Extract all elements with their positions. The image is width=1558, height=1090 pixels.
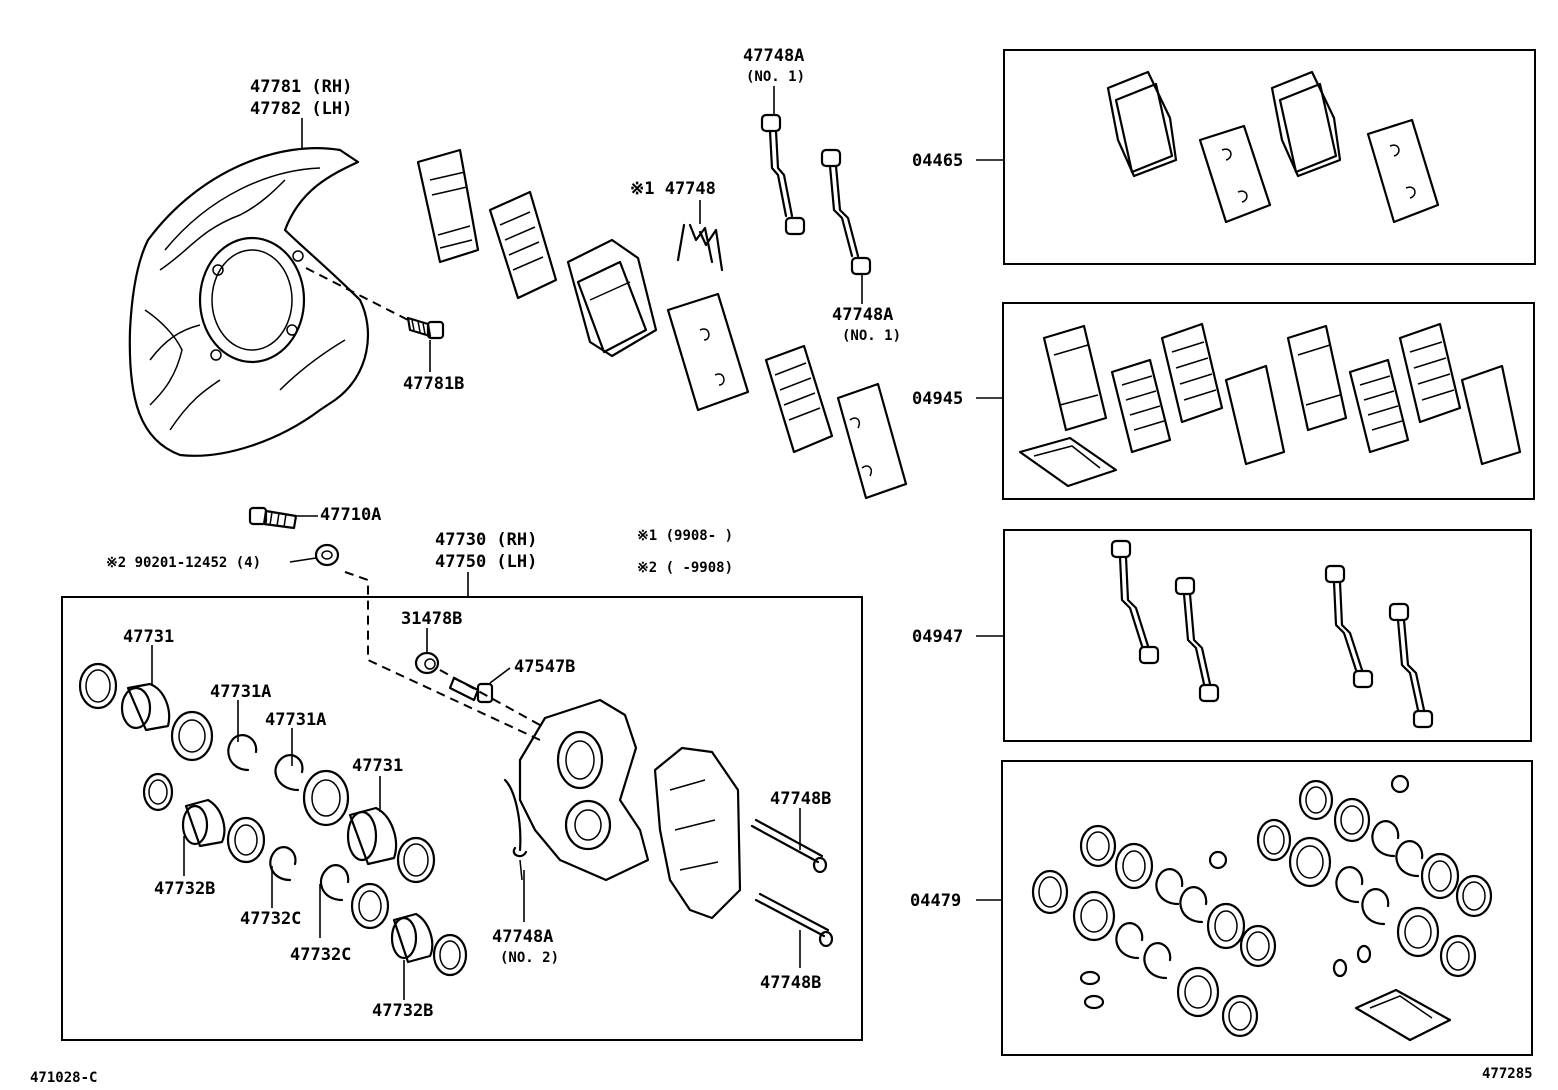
label-bleeder-cap: 31478B [401, 609, 462, 629]
label-pin-b-top: 47748B [770, 789, 831, 809]
bleeder-cap-drawing [414, 651, 440, 675]
label-ring-c1: 47732C [240, 909, 301, 929]
kit-pads-box [1003, 49, 1536, 265]
label-caliper-lh: 47750 (LH) [435, 552, 537, 572]
outer-shim-right-drawing [836, 382, 908, 500]
label-piston-top: 47731 [123, 627, 174, 647]
label-note2-range: ※2 ( -9908) [637, 560, 733, 576]
dust-cover-dash-line [305, 267, 413, 323]
pad-clip-top-drawing [760, 113, 806, 236]
kit-seals-box [1001, 760, 1533, 1056]
label-note1-range: ※1 (9908- ) [637, 528, 733, 544]
anti-rattle-spring-drawing [676, 223, 724, 272]
kit-pads-drawing [1106, 70, 1440, 224]
brake-pad-outer-drawing [566, 238, 658, 358]
label-kit-shims: 04945 [912, 389, 963, 409]
label-boot-b-left: 47732B [154, 879, 215, 899]
label-kit-clips: 04947 [912, 627, 963, 647]
label-dust-cover-bolt: 47781B [403, 374, 464, 394]
kit-seals-drawing [1031, 774, 1493, 1042]
label-piston-mid: 47731 [352, 756, 403, 776]
leader-lines [151, 86, 1004, 1000]
label-clip-a-top-sub: (NO. 1) [746, 69, 805, 85]
caliper-bolt-dash-line [344, 571, 541, 741]
kit-clips-box [1003, 529, 1532, 742]
inner-shim-right-drawing [764, 344, 834, 454]
caliper-body-drawing [518, 698, 742, 920]
brake-pad-inner-drawing [666, 292, 750, 412]
label-dust-cover-rh: 47781 (RH) [250, 77, 352, 97]
caliper-assembly-box [61, 596, 863, 1041]
label-ring-c2: 47732C [290, 945, 351, 965]
kit-shims-drawing [1018, 322, 1522, 488]
pad-clip-right-drawing [820, 148, 872, 276]
label-pin-b-bottom: 47748B [760, 973, 821, 993]
label-dust-cover-lh: 47782 (LH) [250, 99, 352, 119]
dust-cover-bolt-drawing [406, 316, 445, 340]
label-ring-a2: 47731A [265, 710, 326, 730]
pad-pin-bottom-drawing [754, 892, 834, 948]
bleeder-plug-drawing [448, 676, 494, 704]
dust-cover-drawing [128, 147, 370, 457]
label-boot-b-bottom: 47732B [372, 1001, 433, 1021]
inner-shim-drawing [488, 190, 558, 300]
caliper-bolt-drawing [248, 506, 298, 530]
label-fig-code-right: 477285 [1482, 1066, 1533, 1082]
label-fig-code-left: 471028-C [30, 1070, 97, 1086]
label-clip-a-right: 47748A [832, 305, 893, 325]
label-clip-a-top: 47748A [743, 46, 804, 66]
label-ring-a1: 47731A [210, 682, 271, 702]
label-bleeder-plug: 47547B [514, 657, 575, 677]
pad-pin-top-drawing [750, 818, 828, 874]
label-caliper-rh: 47730 (RH) [435, 530, 537, 550]
washer-drawing [314, 543, 340, 567]
kit-clips-drawing [1110, 539, 1434, 729]
kit-shims-box [1002, 302, 1535, 500]
label-clip-a-right-sub: (NO. 1) [842, 328, 901, 344]
bleeder-dash-line [439, 669, 541, 726]
label-clip-a-no2-sub: (NO. 2) [500, 950, 559, 966]
caliper-clip-no2-drawing [503, 778, 528, 881]
piston-seals-drawing [78, 662, 468, 977]
label-caliper-bolt: 47710A [320, 505, 381, 525]
outer-shim-drawing [416, 148, 480, 264]
label-note1-part: ※1 47748 [630, 179, 716, 199]
label-washer: ※2 90201-12452 (4) [106, 555, 261, 571]
label-kit-seals: 04479 [910, 891, 961, 911]
label-kit-pads: 04465 [912, 151, 963, 171]
label-clip-a-no2: 47748A [492, 927, 553, 947]
